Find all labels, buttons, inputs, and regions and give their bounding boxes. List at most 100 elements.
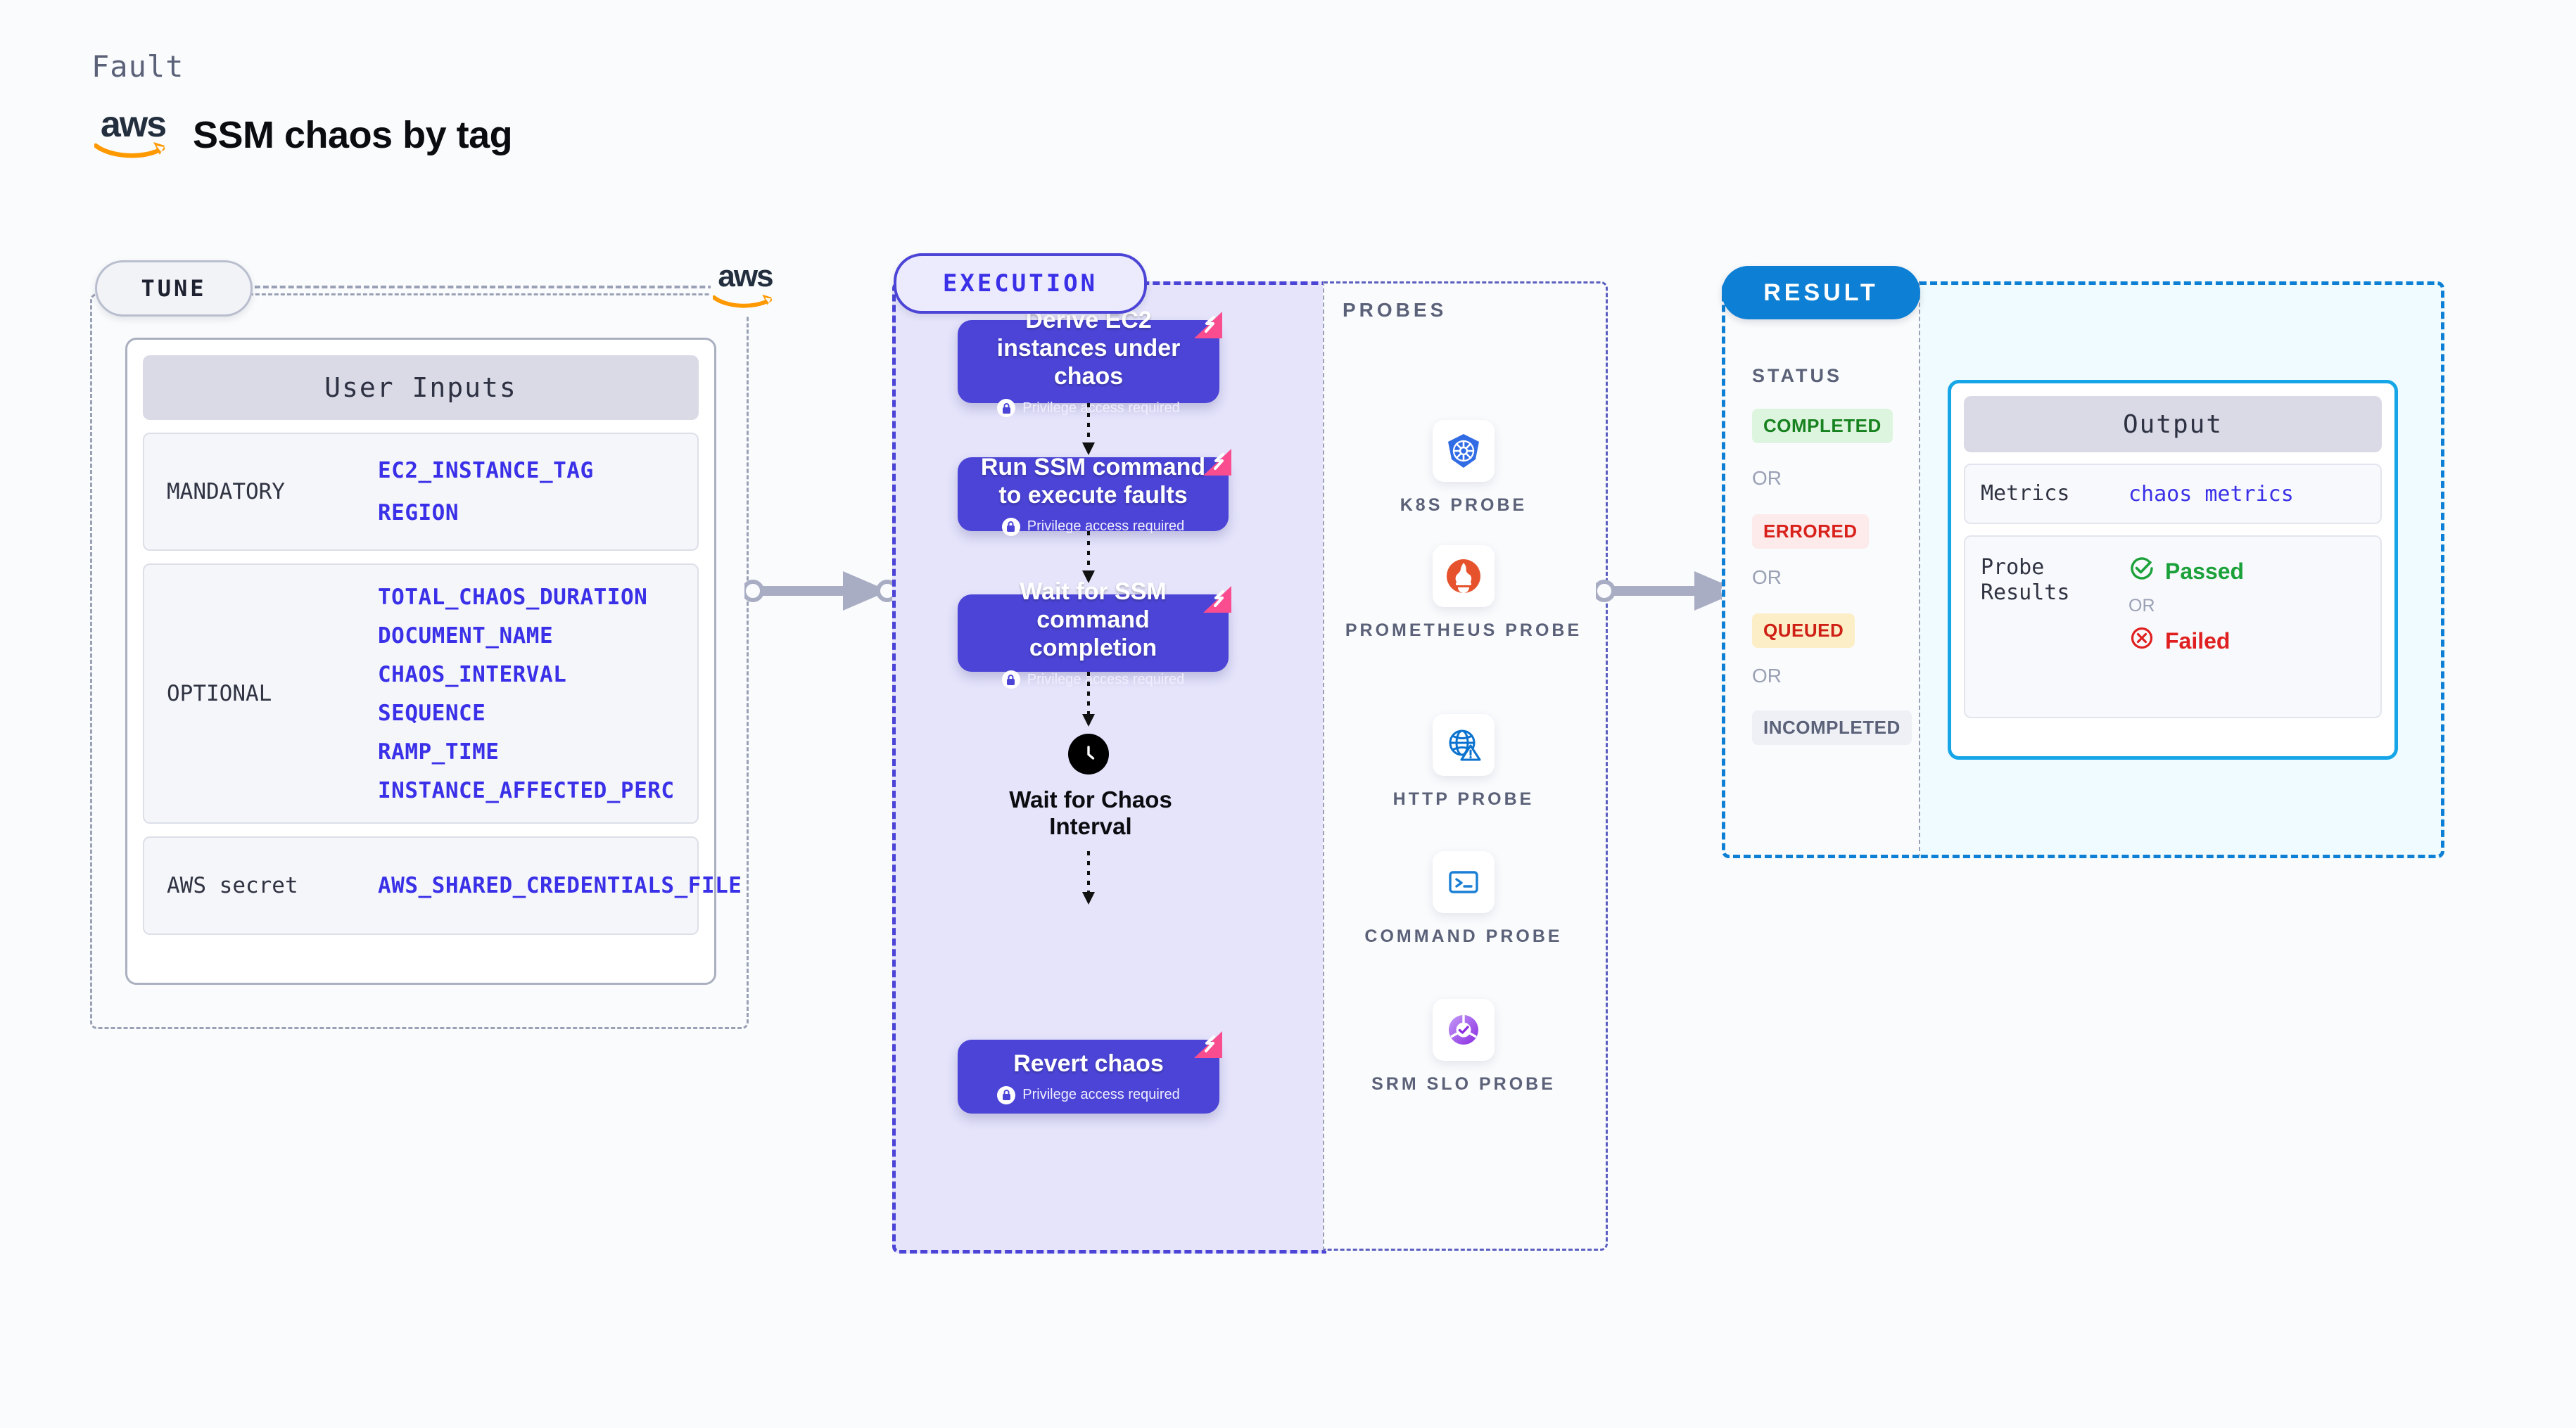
- probe-label: K8S PROBE: [1400, 495, 1528, 515]
- param-value[interactable]: SEQUENCE: [378, 700, 486, 726]
- param-value[interactable]: RAMP_TIME: [378, 739, 500, 765]
- prometheus-icon: [1433, 545, 1495, 607]
- result-panel: [1722, 281, 1922, 858]
- aws-logo-small: aws: [711, 253, 780, 317]
- execution-node-run-ssm-command[interactable]: Run SSM command to execute faults Privil…: [958, 449, 1231, 536]
- status-badge-text: COMPLETED: [1763, 415, 1882, 436]
- probe-results-values: Passed OR Failed: [2128, 555, 2244, 657]
- status-badge-completed: COMPLETED: [1752, 409, 1893, 443]
- output-card: Output Metrics chaos metrics Probe Resul…: [1948, 380, 2398, 760]
- probe-label: HTTP PROBE: [1392, 789, 1535, 809]
- param-group-key: AWS secret: [167, 873, 298, 898]
- lock-icon: [1001, 670, 1020, 689]
- output-row-key: Metrics: [1981, 481, 2070, 506]
- node-connector-arrow-3: [1079, 672, 1098, 728]
- probe-label: SRM SLO PROBE: [1371, 1074, 1556, 1094]
- node-title: Revert chaos: [1013, 1050, 1164, 1077]
- srm-slo-icon: [1433, 999, 1495, 1061]
- output-row-probe-results: Probe Results Passed OR: [1964, 535, 2382, 718]
- result-pill-label: RESULT: [1722, 266, 1920, 319]
- or-text: OR: [1752, 665, 1782, 687]
- status-badge-text: QUEUED: [1763, 620, 1844, 641]
- node-title: Wait for SSM command completion: [1020, 578, 1167, 661]
- param-group-values: EC2_INSTANCE_TAG REGION: [378, 458, 594, 525]
- node-privilege-note: Privilege access required: [997, 399, 1180, 417]
- node-connector-arrow-2: [1079, 531, 1098, 585]
- check-circle-icon: [2128, 555, 2155, 587]
- user-inputs-card: User Inputs MANDATORY EC2_INSTANCE_TAG R…: [125, 338, 742, 985]
- probe-result-or-label: OR: [2128, 596, 2155, 616]
- execution-pill-label: EXECUTION: [894, 253, 1147, 314]
- probe-item-command[interactable]: COMMAND PROBE: [1323, 851, 1604, 947]
- http-globe-icon: [1433, 714, 1495, 776]
- aws-wordmark-small: aws: [718, 259, 773, 293]
- tune-pill-label: TUNE: [95, 260, 253, 317]
- page-title-row: aws SSM chaos by tag: [91, 106, 513, 161]
- probes-section-label: PROBES: [1343, 299, 1447, 321]
- probe-result-failed-text: Failed: [2165, 627, 2231, 654]
- param-value[interactable]: TOTAL_CHAOS_DURATION: [378, 584, 648, 610]
- node-privilege-text: Privilege access required: [1027, 518, 1185, 534]
- lock-icon: [997, 399, 1016, 417]
- node-title: Derive EC2 instances under chaos: [996, 307, 1181, 390]
- user-inputs-title: User Inputs: [143, 355, 699, 420]
- status-badge-errored: ERRORED: [1752, 514, 1869, 549]
- execution-node-wait-ssm-completion[interactable]: Wait for SSM command completion Privileg…: [958, 578, 1231, 689]
- node-privilege-note: Privilege access required: [1001, 517, 1185, 536]
- probe-item-prometheus[interactable]: PROMETHEUS PROBE: [1323, 545, 1604, 641]
- node-privilege-text: Privilege access required: [1022, 1087, 1180, 1102]
- param-value[interactable]: AWS_SHARED_CREDENTIALS_FILE: [378, 873, 742, 898]
- fault-corner-badge-icon: [1199, 447, 1233, 478]
- clock-icon: [1068, 734, 1109, 774]
- param-group-aws-secret: AWS secret AWS_SHARED_CREDENTIALS_FILE: [143, 836, 742, 935]
- probe-item-http[interactable]: HTTP PROBE: [1323, 714, 1604, 810]
- x-circle-icon: [2128, 625, 2155, 657]
- node-connector-arrow-1: [1079, 403, 1098, 457]
- status-badge-text: INCOMPLETED: [1763, 717, 1901, 738]
- node-privilege-text: Privilege access required: [1022, 400, 1180, 416]
- probe-result-passed: Passed: [2128, 555, 2244, 587]
- param-group-values: AWS_SHARED_CREDENTIALS_FILE: [378, 873, 742, 898]
- connector-tune-to-execution: [744, 563, 896, 619]
- terminal-icon: [1433, 851, 1495, 913]
- fault-eyebrow-label: Fault: [91, 49, 184, 84]
- node-privilege-note: Privilege access required: [1001, 670, 1184, 689]
- tune-aws-connector: [246, 286, 739, 288]
- lock-icon: [997, 1085, 1016, 1104]
- fault-corner-badge-icon: [1199, 585, 1233, 616]
- output-row-key: Probe Results: [1965, 555, 2128, 606]
- param-group-key: OPTIONAL: [167, 681, 272, 706]
- status-or-label: OR: [1752, 665, 1782, 687]
- probe-item-k8s[interactable]: K8S PROBE: [1323, 420, 1604, 516]
- aws-logo: aws: [91, 106, 175, 161]
- param-group-mandatory: MANDATORY EC2_INSTANCE_TAG REGION: [143, 433, 699, 551]
- or-text: OR: [1752, 467, 1782, 489]
- output-row-value[interactable]: chaos metrics: [2128, 481, 2294, 506]
- param-value[interactable]: DOCUMENT_NAME: [378, 623, 554, 649]
- page-title: SSM chaos by tag: [193, 114, 513, 156]
- param-group-values: TOTAL_CHAOS_DURATION DOCUMENT_NAME CHAOS…: [378, 585, 675, 803]
- output-title: Output: [1964, 396, 2382, 452]
- param-value[interactable]: EC2_INSTANCE_TAG: [378, 458, 594, 483]
- wait-step-text: Wait for Chaos Interval: [1009, 786, 1172, 839]
- node-connector-arrow-4: [1079, 851, 1098, 906]
- status-badge-incompleted: INCOMPLETED: [1752, 710, 1912, 745]
- status-or-label: OR: [1752, 566, 1782, 589]
- param-group-optional: OPTIONAL TOTAL_CHAOS_DURATION DOCUMENT_N…: [143, 563, 699, 824]
- param-value[interactable]: CHAOS_INTERVAL: [378, 661, 567, 687]
- execution-node-revert-chaos[interactable]: Revert chaos Privilege access required: [958, 1031, 1222, 1114]
- kubernetes-icon: [1433, 420, 1495, 482]
- lock-icon: [1001, 517, 1020, 536]
- probe-results-key-text: Probe Results: [1981, 555, 2070, 605]
- execution-node-derive-ec2[interactable]: Derive EC2 instances under chaos Privile…: [958, 307, 1222, 417]
- status-badge-queued: QUEUED: [1752, 613, 1855, 648]
- aws-swoosh-icon-small: [711, 293, 778, 308]
- status-badge-text: ERRORED: [1763, 521, 1858, 542]
- probe-item-srm-slo[interactable]: SRM SLO PROBE: [1323, 999, 1604, 1095]
- param-value[interactable]: INSTANCE_AFFECTED_PERC: [378, 777, 675, 803]
- param-value[interactable]: REGION: [378, 500, 459, 525]
- probe-result-passed-text: Passed: [2165, 558, 2245, 584]
- param-group-key: MANDATORY: [167, 479, 285, 504]
- node-title: Run SSM command to execute faults: [980, 453, 1206, 509]
- probe-label: PROMETHEUS PROBE: [1345, 620, 1582, 640]
